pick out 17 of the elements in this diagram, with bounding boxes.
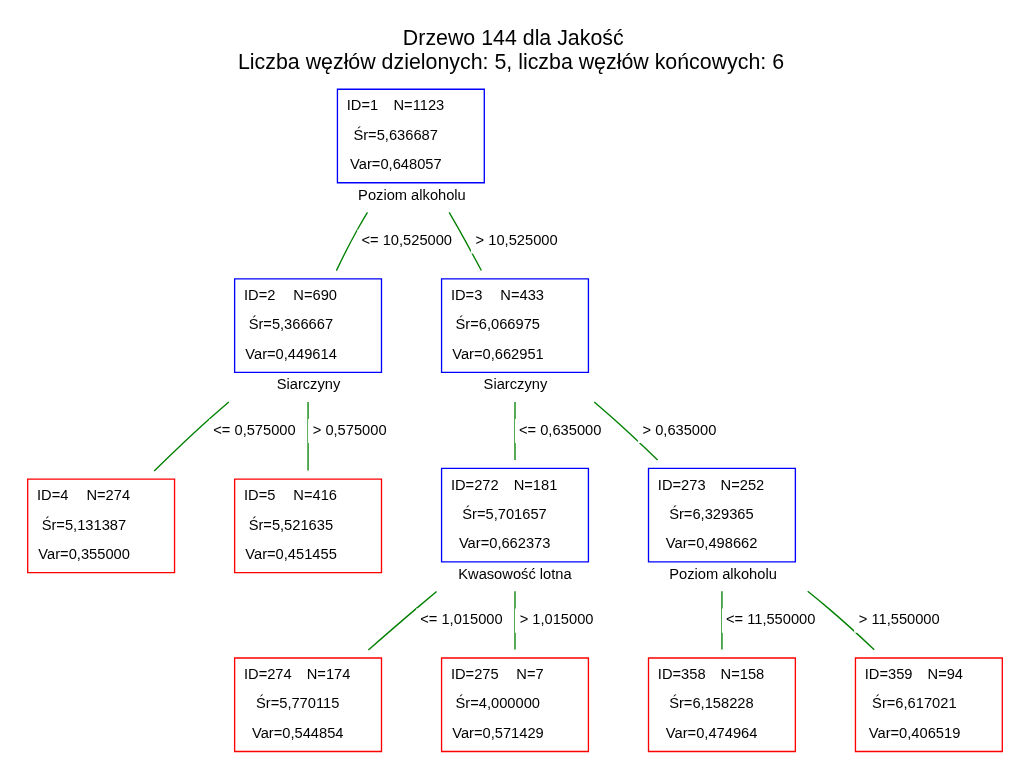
edge-label: <= 0,635000 <box>518 421 601 438</box>
edge-label: <= 0,575000 <box>212 421 296 438</box>
node-label: Poziom alkoholu <box>668 565 777 582</box>
node-label: Siarczyny <box>483 375 547 392</box>
edge-label: <= 10,525000 <box>360 231 452 248</box>
node-label: Poziom alkoholu <box>357 186 466 203</box>
caption: Liczba węzłów dzielonych: 5, liczba węzłów końcowych: 6 <box>237 49 784 74</box>
edge-label: > 0,635000 <box>642 421 716 438</box>
edge-label: <= 1,015000 <box>419 610 503 627</box>
edge-label: > 11,550000 <box>858 610 940 627</box>
edge-label: > 1,015000 <box>519 610 594 627</box>
edge-label: <= 11,550000 <box>725 610 815 627</box>
node-label: Siarczyny <box>276 375 340 392</box>
edge-label: > 10,525000 <box>475 231 558 248</box>
diagram-title: Drzewo 144 dla Jakość <box>402 25 624 50</box>
edge-label: > 0,575000 <box>312 421 387 438</box>
node-label: Kwasowość lotna <box>457 565 572 582</box>
